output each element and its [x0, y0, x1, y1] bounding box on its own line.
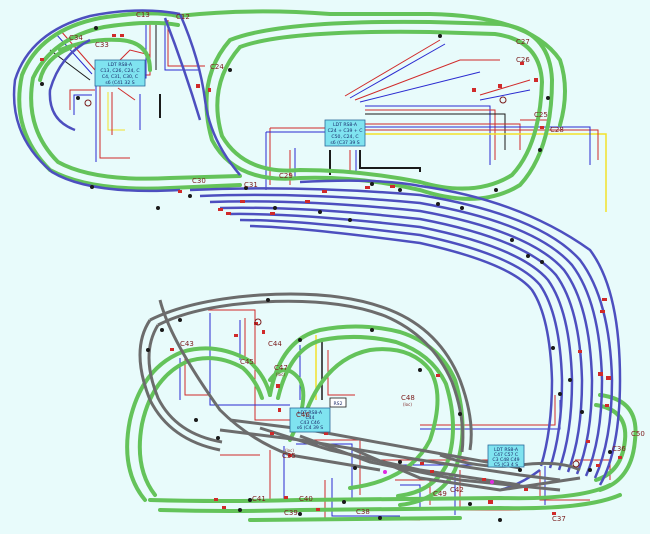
- label-c37: C37: [552, 515, 566, 523]
- controller-box-4: LDT RS8-A C47 C57 C C3 C48 C49 C5 (C3 4 …: [487, 444, 525, 468]
- controller-2-line-4: s6 (C37 39 S: [330, 140, 359, 146]
- label-c35: C35: [282, 452, 296, 460]
- controller-3-line-2: C44: [305, 415, 314, 421]
- label-c33: C33: [95, 41, 109, 49]
- label-c13: C13: [136, 11, 150, 19]
- label-c46: C46: [296, 411, 310, 419]
- label-c36: C36: [612, 445, 626, 453]
- label-c27: C27: [516, 38, 530, 46]
- controller-2-line-2: C24 + C39 + C: [328, 128, 363, 134]
- label-c30: C30: [192, 177, 206, 185]
- controller-3-line-4: s6 (C4 39 S: [297, 425, 323, 431]
- label-c41: C41: [252, 495, 266, 503]
- controller-box-1: LDT RS8-A C13, C26, C24, C C4, C31, C30,…: [94, 59, 146, 87]
- label-c50: C50: [631, 430, 645, 438]
- controller-3-line-1: LDT RS8-A: [298, 410, 323, 416]
- label-c31: C31: [244, 181, 258, 189]
- controller-1-line-1: LDT RS8-A: [108, 62, 133, 68]
- label-c28: C28: [550, 126, 564, 134]
- controller-box-3: LDT RS8-A C44 C43 C46 s6 (C4 39 S: [289, 407, 331, 433]
- label-c29: C29: [279, 172, 293, 180]
- label-c26: C26: [516, 56, 530, 64]
- small-box: RS2: [329, 397, 347, 408]
- controller-4-line-3: C3 C48 C49: [492, 457, 519, 463]
- small-box-label: RS2: [333, 401, 342, 407]
- label-c38: C38: [356, 508, 370, 516]
- label-c40: C40: [299, 495, 313, 503]
- label-c25: C25: [534, 111, 548, 119]
- label-c34: C34: [69, 34, 83, 42]
- label-c24: C24: [210, 63, 224, 71]
- sublabel-c46: (loc): [285, 448, 294, 453]
- label-c42: C42: [450, 486, 464, 494]
- label-c45: C45: [240, 358, 254, 366]
- controller-4-line-4: C5 (C3 4 S: [494, 462, 518, 468]
- controller-3-line-3: C43 C46: [300, 420, 320, 426]
- section-labels: C13 C12 C34 C33 C24 C27 C26 C25 C28 C30 …: [69, 11, 645, 523]
- label-c43: C43: [180, 340, 194, 348]
- label-c12: C12: [176, 13, 190, 21]
- controller-1-line-3: C4, C31, C30, C: [102, 74, 138, 80]
- controller-4-line-1: LDT RS8-A: [494, 447, 519, 453]
- controller-box-2: LDT RS8-A C24 + C39 + C C50, C24, C s6 (…: [324, 119, 366, 147]
- sublabel-c47: (loc): [276, 372, 285, 377]
- controller-1-line-4: s6 (C41 32 S: [105, 80, 134, 86]
- controller-2-line-1: LDT RS8-A: [333, 122, 358, 128]
- controller-4-line-2: C47 C57 C: [494, 452, 518, 458]
- sublabel-c48: (loc): [403, 402, 412, 407]
- wiring: [49, 20, 611, 521]
- label-c39: C39: [284, 509, 298, 517]
- label-c44: C44: [268, 340, 282, 348]
- controller-1-line-2: C13, C26, C24, C: [100, 68, 139, 74]
- controller-2-line-3: C50, C24, C: [331, 134, 358, 140]
- label-c48: C48: [401, 394, 415, 402]
- track-detectors: [40, 26, 622, 522]
- label-c49: C49: [433, 490, 447, 498]
- label-c47: C47: [274, 364, 288, 372]
